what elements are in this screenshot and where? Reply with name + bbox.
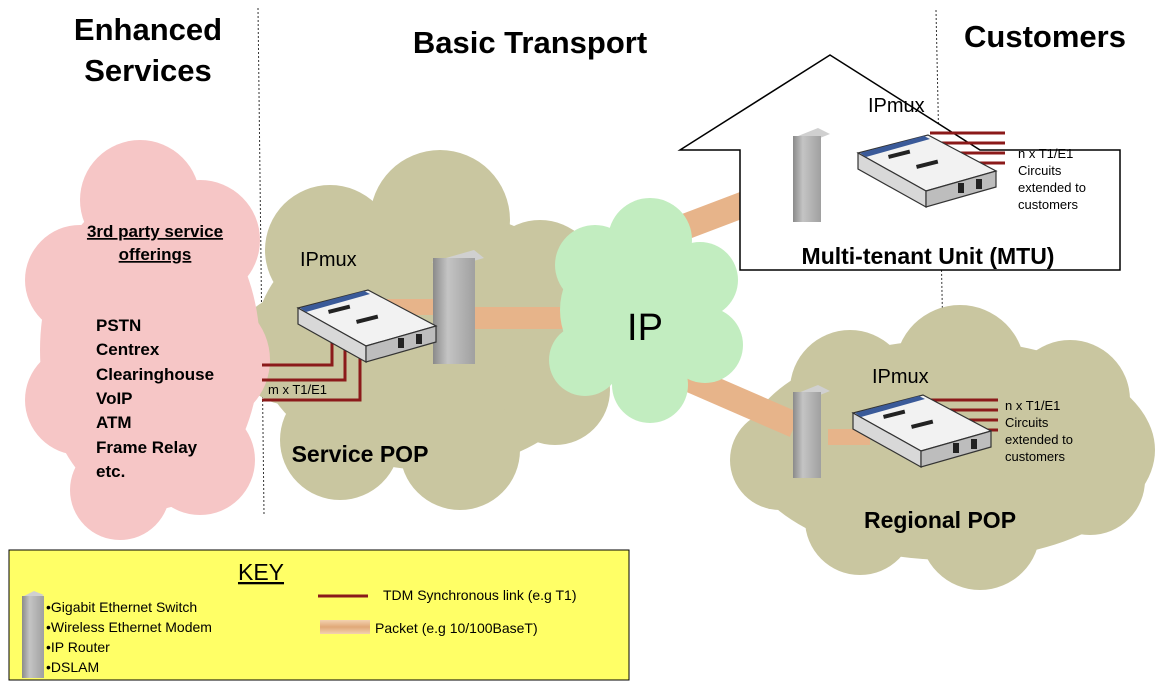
service-item-atm: ATM — [96, 413, 132, 432]
m-t1-label: m x T1/E1 — [268, 382, 327, 397]
switch-mtu — [793, 128, 830, 222]
service-item-clearinghouse: Clearinghouse — [96, 365, 214, 384]
ipmux-label-regional: IPmux — [872, 366, 929, 388]
ip-label: IP — [627, 307, 663, 349]
third-party-title-line2: offerings — [119, 245, 192, 264]
third-party-title-line1: 3rd party service — [87, 222, 223, 241]
mtu-circuits-line1: n x T1/E1 — [1018, 146, 1073, 161]
regional-circuits-line1: n x T1/E1 — [1005, 398, 1060, 413]
mtu-circuits-line3: extended to — [1018, 180, 1086, 195]
regional-circuits-line2: Circuits — [1005, 415, 1049, 430]
key-legend: KEY •Gigabit Ethernet Switch •Wireless E… — [8, 549, 630, 681]
regional-circuits-line3: extended to — [1005, 432, 1073, 447]
switch-regional — [793, 385, 830, 478]
ipmux-label-service: IPmux — [300, 249, 357, 271]
regional-pop-label: Regional POP — [864, 507, 1016, 533]
mtu-circuits-line2: Circuits — [1018, 163, 1062, 178]
ip-cloud — [549, 198, 743, 423]
enhanced-services-cloud — [25, 140, 270, 540]
service-item-voip: VoIP — [96, 389, 133, 408]
service-item-frame-relay: Frame Relay — [96, 438, 198, 457]
switch-service-pop — [432, 250, 484, 364]
header-enhanced-line2: Services — [84, 53, 212, 88]
divider-enhanced-basic — [257, 7, 265, 516]
key-packet-label: Packet (e.g 10/100BaseT) — [375, 620, 538, 636]
service-item-etc: etc. — [96, 462, 125, 481]
key-tdm-label: TDM Synchronous link (e.g T1) — [383, 587, 576, 603]
service-pop-label: Service POP — [292, 441, 429, 467]
key-packet-bar — [320, 620, 370, 634]
key-device-1: •Gigabit Ethernet Switch — [46, 599, 197, 615]
service-item-centrex: Centrex — [96, 340, 160, 359]
header-customers: Customers — [964, 19, 1126, 54]
header-enhanced-line1: Enhanced — [74, 12, 222, 47]
key-device-3: •IP Router — [46, 639, 110, 655]
header-basic-transport: Basic Transport — [413, 25, 647, 60]
mtu-label: Multi-tenant Unit (MTU) — [802, 243, 1055, 269]
mtu-circuits-line4: customers — [1018, 197, 1078, 212]
ipmux-label-mtu: IPmux — [868, 95, 925, 117]
key-device-4: •DSLAM — [46, 659, 99, 675]
key-device-2: •Wireless Ethernet Modem — [46, 619, 212, 635]
key-switch-icon — [22, 596, 44, 678]
service-item-pstn: PSTN — [96, 316, 141, 335]
regional-circuits-line4: customers — [1005, 449, 1065, 464]
key-title: KEY — [238, 559, 284, 585]
